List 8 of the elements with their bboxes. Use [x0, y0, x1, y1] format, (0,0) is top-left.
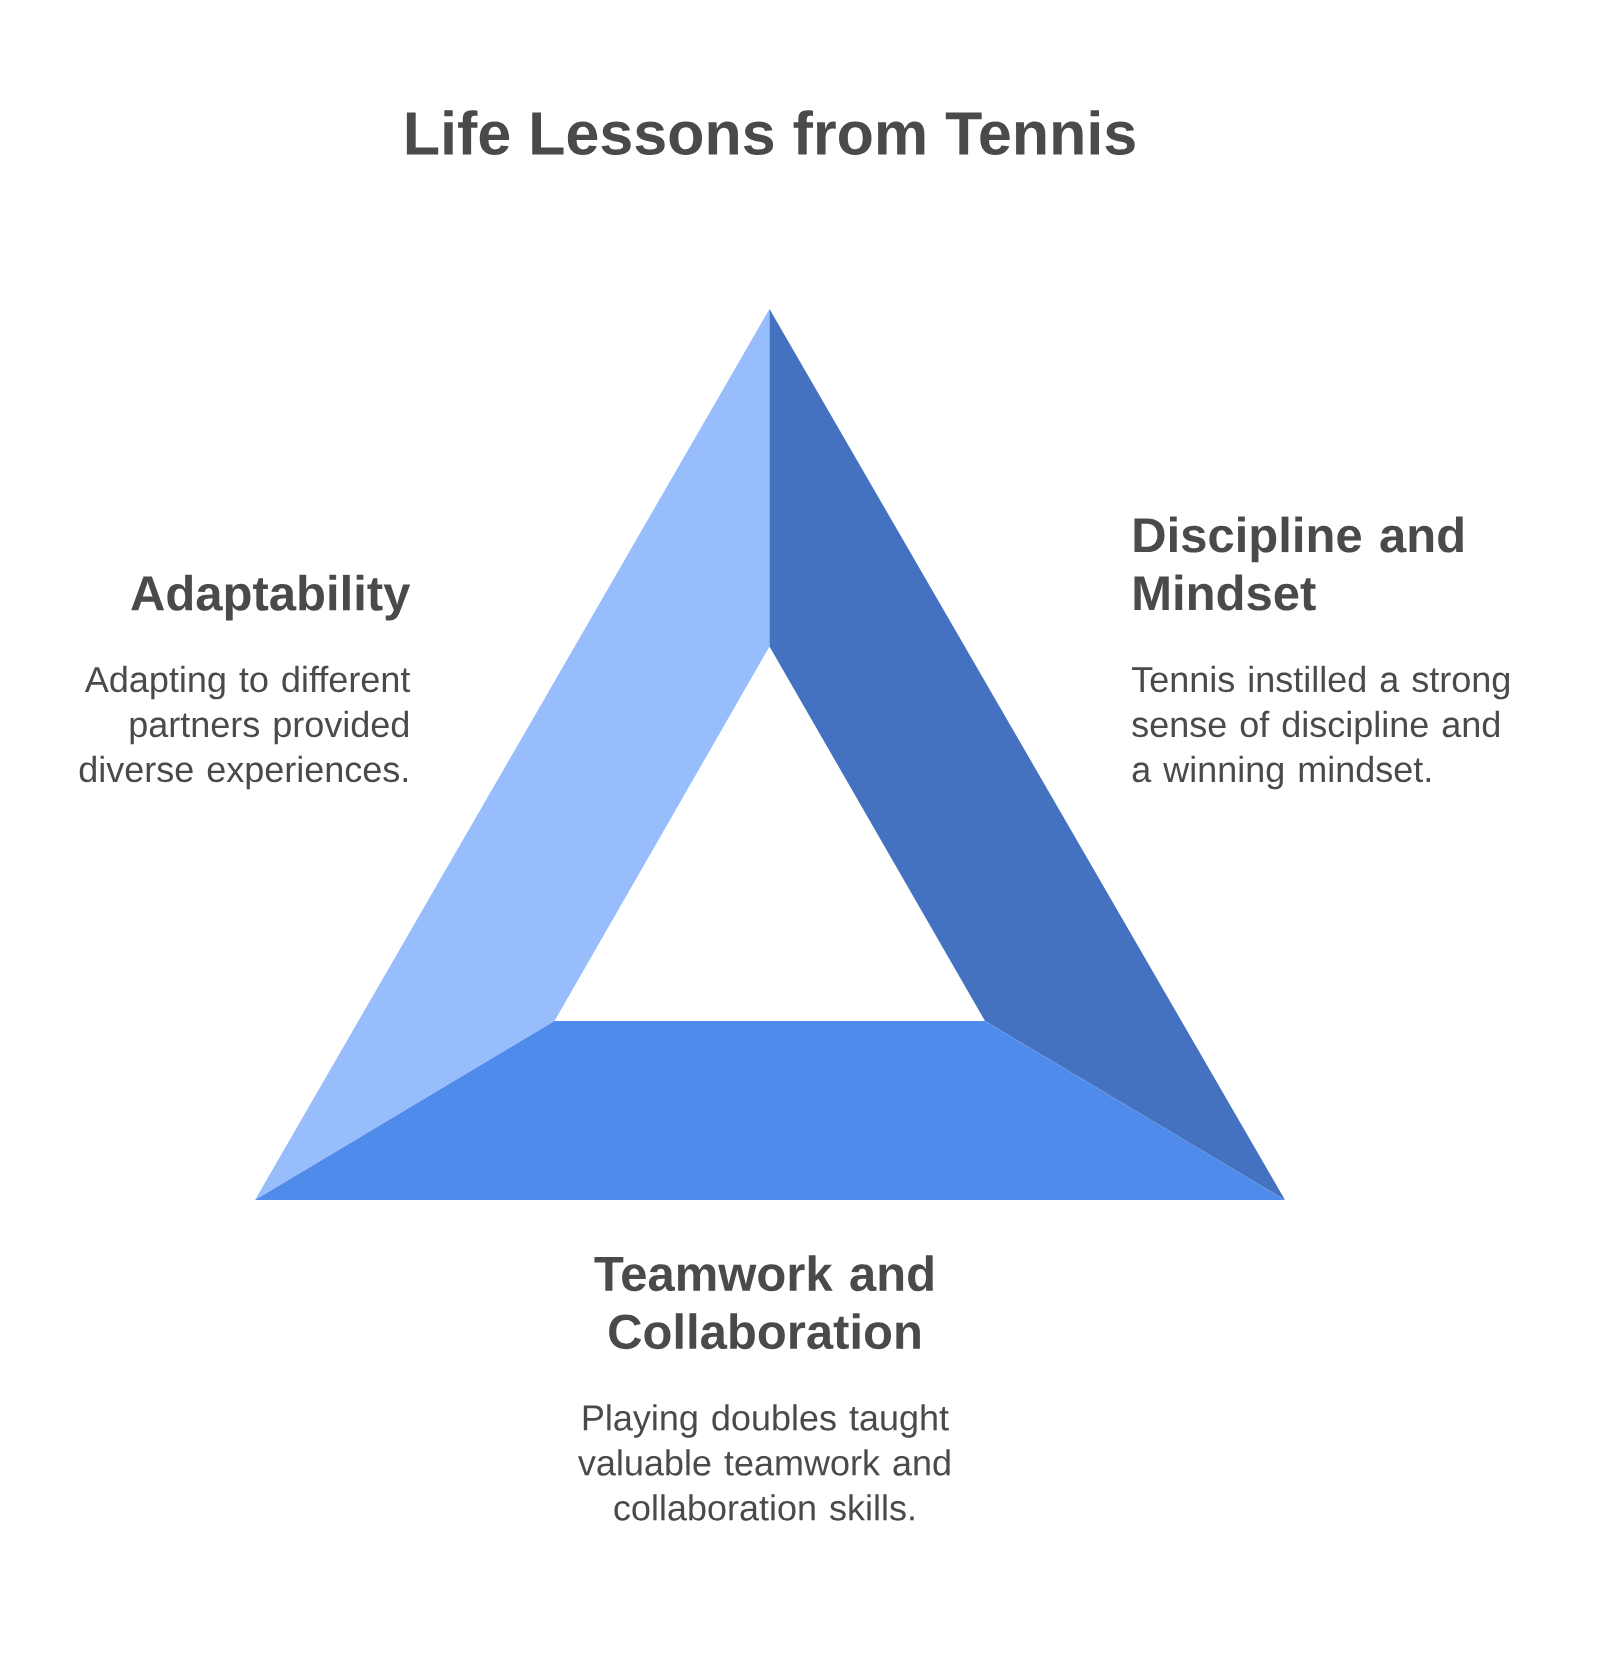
section-heading: Adaptability	[131, 574, 411, 621]
description-text: Adapting to different partners provided diverse experiences.	[79, 665, 411, 790]
description-text: Playing doubles taught valuable teamwork and collaboration skills.	[578, 1404, 950, 1521]
section-heading: Discipline and Mindset	[1134, 516, 1463, 611]
triangle-segment	[255, 1021, 1285, 1200]
section-heading: Teamwork and Collaboration	[594, 1255, 933, 1350]
description-text: Tennis instilled a strong sense of discipline and a winning mindset.	[1132, 665, 1509, 790]
title: Life Lessons from Tennis	[406, 110, 1135, 155]
